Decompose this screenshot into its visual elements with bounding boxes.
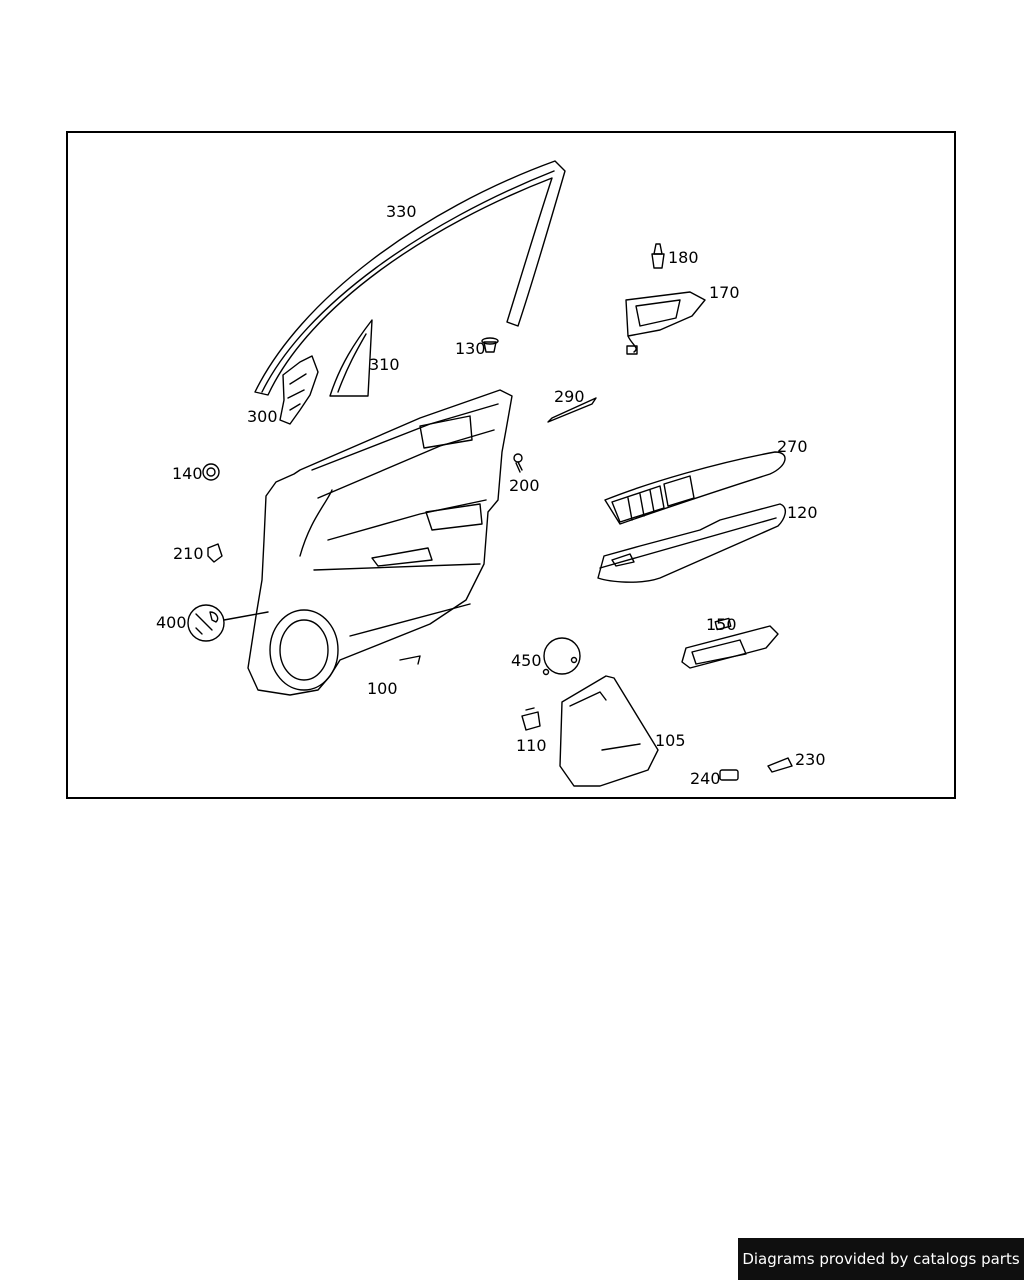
part-450-disc[interactable]	[542, 637, 581, 676]
callout-110[interactable]: 110	[516, 736, 547, 755]
part-150-switch-trim[interactable]	[681, 617, 779, 669]
part-300-bracket[interactable]	[279, 355, 319, 425]
callout-400[interactable]: 400	[156, 613, 187, 632]
part-120-armrest[interactable]	[597, 503, 787, 583]
part-210-clip[interactable]	[207, 543, 223, 563]
credit-banner: Diagrams provided by catalogs parts	[738, 1238, 1024, 1280]
callout-180[interactable]: 180	[668, 248, 699, 267]
part-230-connector[interactable]	[767, 757, 793, 773]
callout-210[interactable]: 210	[173, 544, 204, 563]
part-240-plug[interactable]	[719, 769, 739, 781]
callout-200[interactable]: 200	[509, 476, 540, 495]
callout-150[interactable]: 150	[706, 615, 737, 634]
credit-text: Diagrams provided by catalogs parts	[742, 1250, 1020, 1268]
callout-120[interactable]: 120	[787, 503, 818, 522]
callout-330[interactable]: 330	[386, 202, 417, 221]
callout-140[interactable]: 140	[172, 464, 203, 483]
part-310-trim-piece[interactable]	[329, 319, 373, 397]
part-330-window-trim[interactable]	[254, 160, 566, 396]
part-270-armrest-cover[interactable]	[604, 451, 786, 525]
callout-240[interactable]: 240	[690, 769, 721, 788]
callout-230[interactable]: 230	[795, 750, 826, 769]
callout-290[interactable]: 290	[554, 387, 585, 406]
part-105-cover[interactable]	[559, 675, 659, 787]
part-130-pin[interactable]	[481, 337, 499, 353]
part-400-tool-symbol[interactable]	[187, 604, 269, 642]
part-170-handle-bracket[interactable]	[625, 291, 706, 355]
part-180-clip[interactable]	[651, 243, 665, 269]
part-100-door-panel[interactable]	[247, 389, 513, 696]
callout-105[interactable]: 105	[655, 731, 686, 750]
callout-270[interactable]: 270	[777, 437, 808, 456]
callout-310[interactable]: 310	[369, 355, 400, 374]
part-110-clip[interactable]	[521, 707, 541, 731]
part-140-grommet[interactable]	[202, 463, 220, 481]
part-290-strip[interactable]	[547, 397, 597, 423]
callout-170[interactable]: 170	[709, 283, 740, 302]
callout-130[interactable]: 130	[455, 339, 486, 358]
callout-100[interactable]: 100	[367, 679, 398, 698]
part-200-screw[interactable]	[513, 453, 523, 473]
callout-300[interactable]: 300	[247, 407, 278, 426]
callout-450[interactable]: 450	[511, 651, 542, 670]
